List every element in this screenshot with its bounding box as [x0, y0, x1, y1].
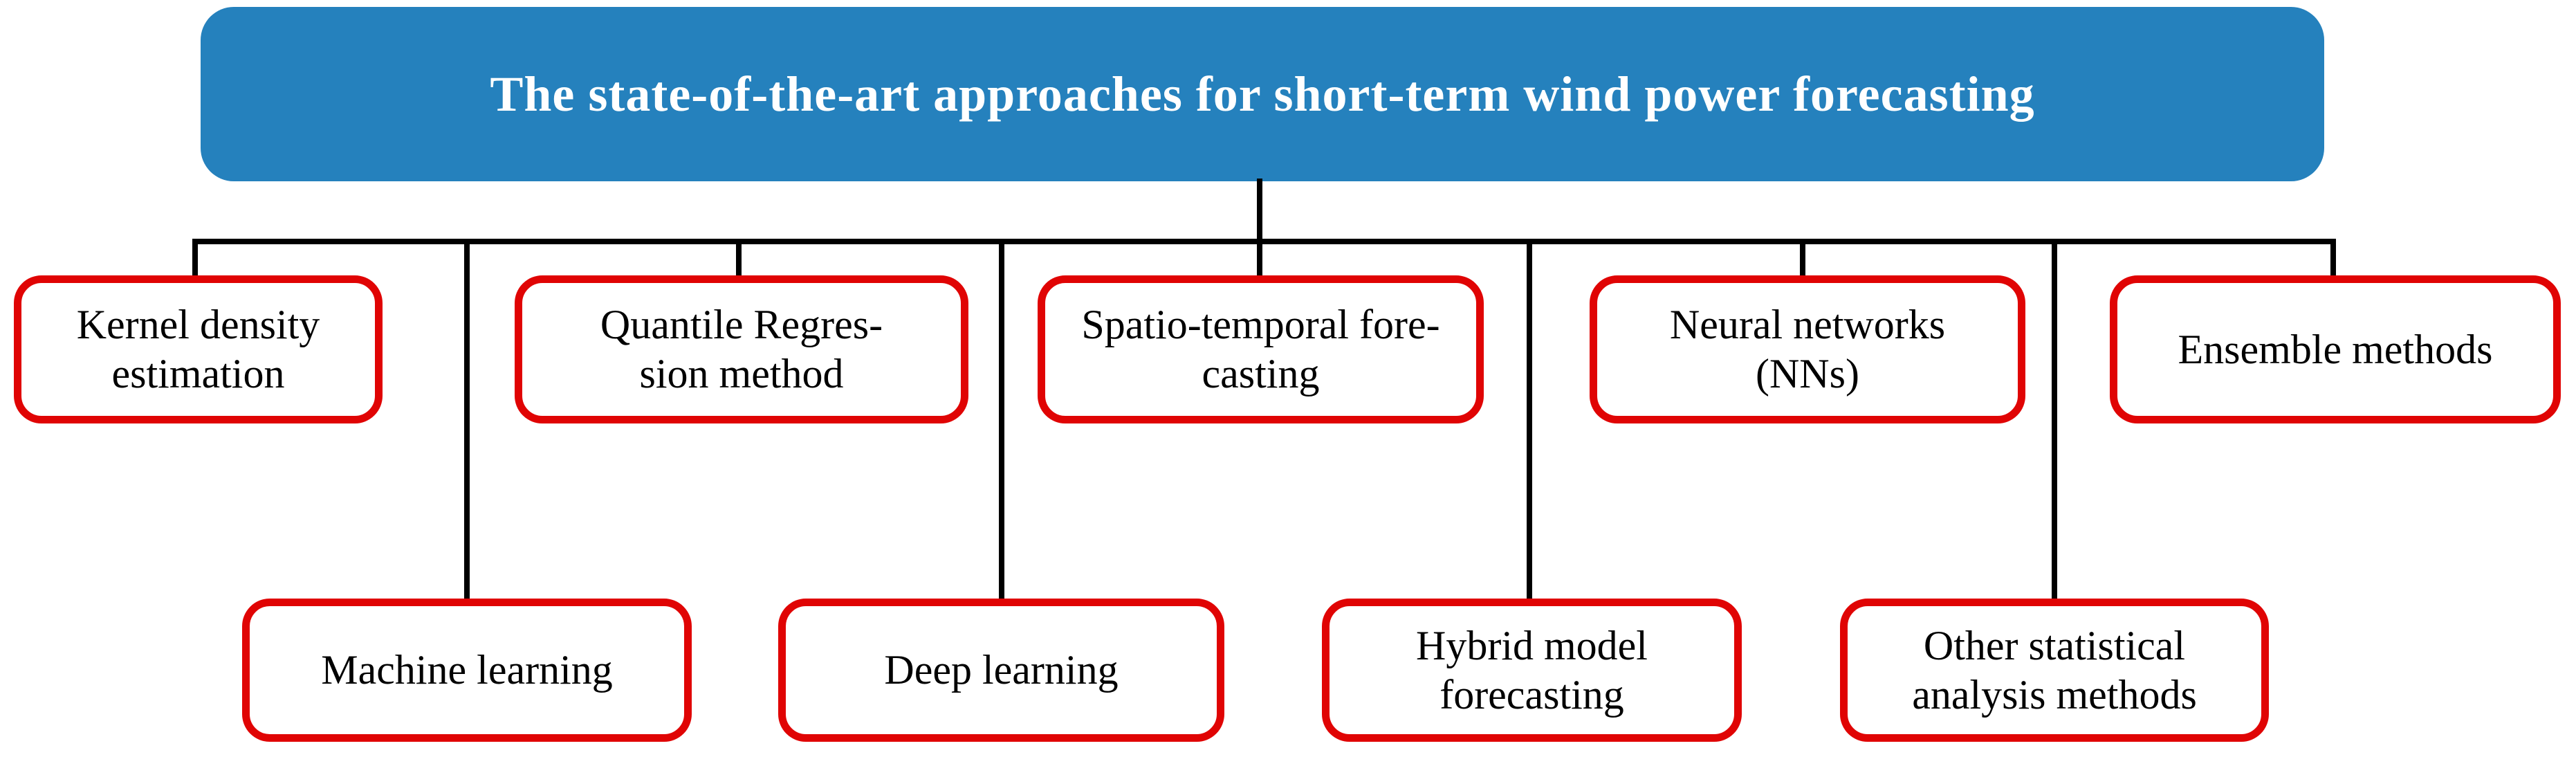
root-header-box: The state-of-the-art approaches for shor… [201, 7, 2324, 181]
connector-drop-deep-learning [999, 239, 1004, 602]
node-ensemble-methods: Ensemble methods [2110, 275, 2561, 423]
node-deep-learning: Deep learning [778, 599, 1224, 742]
diagram-title: The state-of-the-art approaches for shor… [490, 66, 2035, 122]
connector-stem-root [1257, 179, 1262, 245]
connector-horizontal-bus [192, 239, 2336, 244]
connector-drop-hybrid-model [1527, 239, 1532, 602]
node-label-line: (NNs) [1756, 351, 1859, 396]
node-label-line: Deep learning [884, 647, 1119, 693]
node-label-line: Kernel density [76, 302, 320, 348]
node-label-line: Ensemble methods [2178, 326, 2493, 372]
connector-drop-ensemble-methods [2330, 239, 2336, 279]
connector-drop-quantile-regression [736, 239, 742, 279]
node-neural-networks: Neural networks (NNs) [1590, 275, 2025, 423]
connector-drop-kernel-density [192, 239, 198, 279]
connector-drop-neural-networks [1800, 239, 1805, 279]
node-label-line: Machine learning [321, 647, 613, 693]
connector-drop-machine-learning [464, 239, 470, 602]
node-label-line: analysis methods [1912, 671, 2197, 718]
node-hybrid-model-forecasting: Hybrid model forecasting [1322, 599, 1742, 742]
node-label-line: Neural networks [1669, 302, 1946, 348]
node-label-line: Hybrid model [1416, 622, 1648, 668]
node-label-line: sion method [639, 351, 844, 396]
node-label-line: estimation [111, 351, 285, 396]
node-label-line: Other statistical [1923, 622, 2186, 668]
connector-drop-spatio-temporal [1257, 244, 1262, 279]
node-label-line: Quantile Regres- [600, 302, 883, 348]
node-label-line: casting [1202, 351, 1320, 396]
node-quantile-regression-method: Quantile Regres- sion method [515, 275, 968, 423]
node-kernel-density-estimation: Kernel density estimation [14, 275, 383, 423]
node-label-line: Spatio-temporal fore- [1081, 302, 1440, 348]
connector-drop-other-statistical [2052, 239, 2057, 602]
node-other-statistical-analysis-methods: Other statistical analysis methods [1840, 599, 2269, 742]
node-label-line: forecasting [1439, 671, 1624, 718]
node-machine-learning: Machine learning [242, 599, 692, 742]
node-spatio-temporal-forecasting: Spatio-temporal fore- casting [1038, 275, 1484, 423]
